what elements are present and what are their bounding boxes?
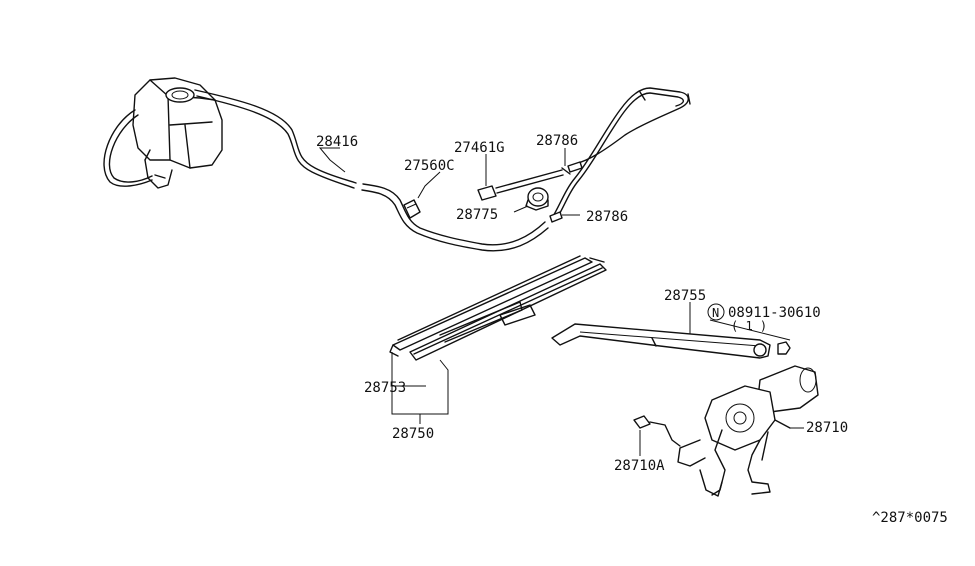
check-valve bbox=[403, 199, 421, 219]
part-labels: 28416 27560C 27461G 28786 28775 28786 28… bbox=[316, 133, 948, 526]
label-27461g: 27461G bbox=[454, 140, 505, 156]
label-28710: 28710 bbox=[806, 420, 848, 436]
washer-nozzle bbox=[477, 167, 571, 211]
leader-lines bbox=[318, 147, 804, 456]
motor-connector bbox=[633, 415, 681, 447]
label-28710a: 28710A bbox=[614, 458, 665, 474]
n-marker: N bbox=[712, 306, 719, 320]
label-27560c: 27560C bbox=[404, 158, 455, 174]
label-28755: 28755 bbox=[664, 288, 706, 304]
washer-hose bbox=[103, 87, 691, 252]
label-28775: 28775 bbox=[456, 207, 498, 223]
washer-tank bbox=[132, 77, 223, 189]
n-marker-circle bbox=[707, 303, 725, 321]
label-28416: 28416 bbox=[316, 134, 358, 150]
label-08911-30610: 08911-30610 bbox=[728, 305, 821, 321]
wiper-blade bbox=[389, 255, 607, 361]
reference-code: ^287*0075 bbox=[872, 510, 948, 526]
hose-connectors bbox=[549, 161, 583, 223]
wiper-arm bbox=[551, 323, 791, 359]
wiper-motor bbox=[677, 365, 819, 497]
label-28750: 28750 bbox=[392, 426, 434, 442]
label-28786-top: 28786 bbox=[536, 133, 578, 149]
label-28753: 28753 bbox=[364, 380, 406, 396]
label-28786-bottom: 28786 bbox=[586, 209, 628, 225]
label-quantity: ( 1 ) bbox=[731, 319, 767, 333]
